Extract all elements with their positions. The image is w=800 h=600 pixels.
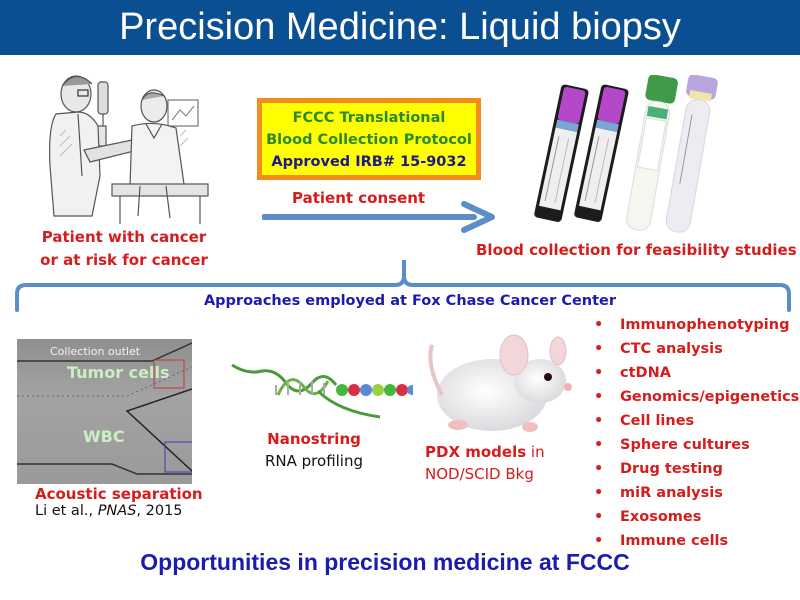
list-item: • Cell lines bbox=[590, 409, 799, 433]
list-item-label: Exosomes bbox=[620, 509, 702, 525]
footer-tagline: Opportunities in precision medicine at F… bbox=[140, 549, 630, 575]
citation-year: , 2015 bbox=[136, 503, 183, 519]
blood-collection-caption: Blood collection for feasibility studies bbox=[476, 241, 797, 259]
consent-label: Patient consent bbox=[292, 189, 426, 207]
list-item-label: Drug testing bbox=[620, 461, 723, 477]
list-item-label: Sphere cultures bbox=[620, 437, 750, 453]
pdx-in-label: in bbox=[526, 443, 545, 461]
acoustic-separation-caption: Acoustic separation bbox=[35, 485, 203, 503]
patient-caption: Patient with cancer or at risk for cance… bbox=[34, 226, 214, 272]
bullet-icon: • bbox=[594, 509, 604, 525]
bullet-icon: • bbox=[594, 413, 604, 429]
lavender-tube-icon bbox=[665, 75, 718, 233]
list-item: • ctDNA bbox=[590, 361, 799, 385]
list-item-label: CTC analysis bbox=[620, 341, 723, 357]
citation: Li et al., PNAS, 2015 bbox=[35, 503, 183, 519]
applications-list: •Immunophenotyping •CTC analysis •ctDNA … bbox=[590, 313, 799, 553]
pdx-background-label: NOD/SCID Bkg bbox=[425, 465, 534, 483]
wbc-label: WBC bbox=[83, 427, 125, 446]
list-item: • miR analysis bbox=[590, 481, 799, 505]
list-item: • Drug testing bbox=[590, 457, 799, 481]
bullet-icon: • bbox=[594, 389, 604, 405]
collection-outlet-label: Collection outlet bbox=[50, 345, 141, 358]
bullet-icon: • bbox=[594, 461, 604, 477]
list-item: • Genomics/epigenetics bbox=[590, 385, 799, 409]
slide-title-bar: Precision Medicine: Liquid biopsy bbox=[0, 0, 800, 55]
tumor-cells-label: Tumor cells bbox=[67, 363, 170, 382]
protocol-line-1: FCCC Translational bbox=[292, 110, 446, 126]
doctor-patient-illustration bbox=[49, 75, 209, 224]
list-item-label: miR analysis bbox=[620, 485, 723, 501]
list-item-label: ctDNA bbox=[620, 365, 671, 381]
citation-authors: Li et al., bbox=[35, 503, 98, 519]
protocol-line-2: Blood Collection Protocol bbox=[266, 132, 472, 148]
bullet-icon: • bbox=[594, 341, 604, 357]
blood-tubes-illustration bbox=[534, 75, 718, 233]
nanostring-subtitle: RNA profiling bbox=[264, 452, 364, 470]
bullet-icon: • bbox=[594, 533, 604, 549]
bullet-icon: • bbox=[594, 437, 604, 453]
list-item: • Exosomes bbox=[590, 505, 799, 529]
patient-caption-line2: or at risk for cancer bbox=[40, 251, 208, 269]
pdx-caption: PDX models in NOD/SCID Bkg bbox=[425, 441, 545, 485]
list-item-label: Immunophenotyping bbox=[620, 317, 790, 333]
mouse-illustration bbox=[428, 334, 572, 432]
list-item: • Sphere cultures bbox=[590, 433, 799, 457]
list-item-label: Cell lines bbox=[620, 413, 695, 429]
bullet-icon: • bbox=[594, 485, 604, 501]
nanostring-molecule-icon bbox=[231, 363, 413, 419]
bullet-icon: • bbox=[594, 317, 604, 333]
list-item: • CTC analysis bbox=[590, 337, 799, 361]
acoustic-separation-image: Collection outlet Tumor cells WBC bbox=[17, 339, 192, 484]
slide-title: Precision Medicine: Liquid biopsy bbox=[119, 6, 681, 48]
bullet-icon: • bbox=[594, 365, 604, 381]
list-item: • Immunophenotyping bbox=[590, 313, 799, 337]
approaches-bracket-icon bbox=[15, 260, 791, 312]
list-item-label: Immune cells bbox=[620, 533, 729, 549]
protocol-irb-number: Approved IRB# 15-9032 bbox=[271, 154, 467, 170]
nanostring-caption: Nanostring RNA profiling bbox=[244, 428, 384, 472]
purple-tube-icon bbox=[574, 84, 629, 222]
consent-arrow-icon bbox=[262, 201, 495, 233]
purple-tube-icon bbox=[534, 84, 589, 222]
patient-caption-line1: Patient with cancer bbox=[41, 228, 207, 246]
approaches-heading: Approaches employed at Fox Chase Cancer … bbox=[203, 293, 617, 309]
nanostring-title: Nanostring bbox=[267, 430, 361, 448]
protocol-box: FCCC Translational Blood Collection Prot… bbox=[257, 98, 481, 180]
list-item: • Immune cells bbox=[590, 529, 799, 553]
green-tube-icon bbox=[626, 75, 678, 231]
pdx-models-label: PDX models bbox=[425, 443, 527, 461]
list-item-label: Genomics/epigenetics bbox=[620, 389, 800, 405]
citation-journal: PNAS bbox=[97, 503, 137, 519]
